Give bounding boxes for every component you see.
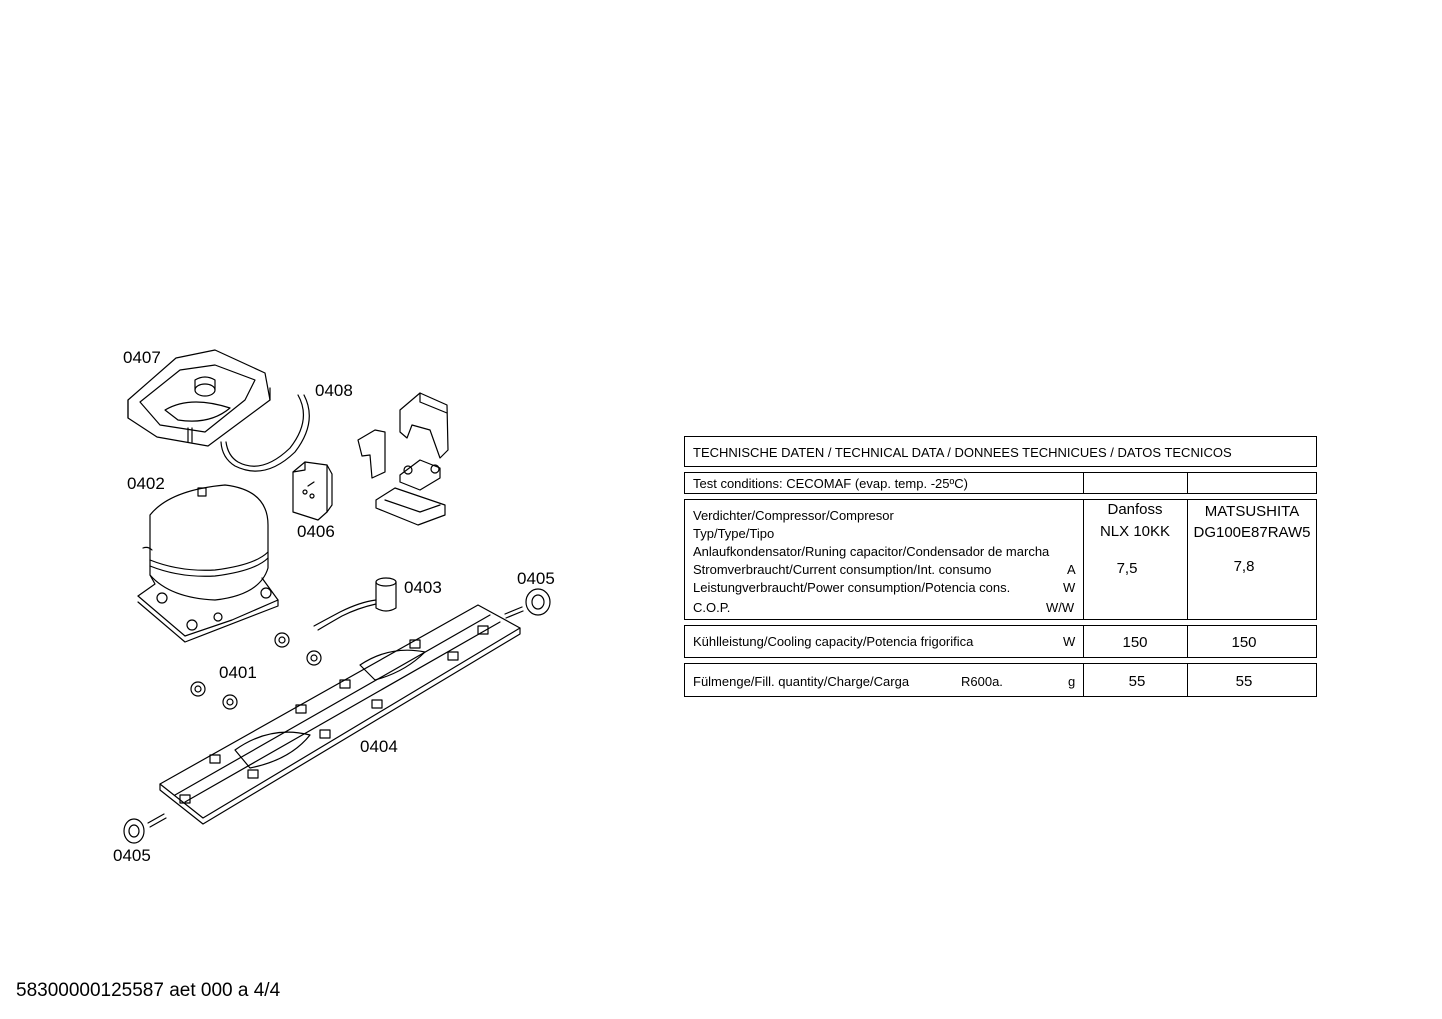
col2-brand: MATSUSHITA xyxy=(1204,503,1300,520)
cooling-label: Kühlleistung/Cooling capacity/Potencia f… xyxy=(693,634,974,649)
capacitor-label: Anlaufkondensator/Runing capacitor/Conde… xyxy=(693,544,1050,559)
compressor-label: Verdichter/Compressor/Compresor xyxy=(693,508,894,523)
callout-0405-top: 0405 xyxy=(517,569,555,588)
callout-0406: 0406 xyxy=(297,522,335,541)
callout-0402: 0402 xyxy=(127,474,165,493)
cooling-capacity-row: Kühlleistung/Cooling capacity/Potencia f… xyxy=(684,625,1317,658)
column-divider xyxy=(1187,473,1188,493)
column-divider xyxy=(1187,500,1188,619)
fill-value-1: 55 xyxy=(1128,673,1146,690)
column-divider xyxy=(1083,473,1084,493)
fill-label: Fülmenge/Fill. quantity/Charge/Carga xyxy=(693,674,910,689)
cooling-unit: W xyxy=(1063,634,1076,649)
callout-0404: 0404 xyxy=(360,737,398,756)
type-label: Typ/Type/Tipo xyxy=(693,526,775,541)
fill-quantity-row: Fülmenge/Fill. quantity/Charge/Carga R60… xyxy=(684,663,1317,697)
part-0407-tray xyxy=(127,349,271,447)
part-0403-capacitor xyxy=(313,577,397,631)
document-footer-id: 58300000125587 aet 000 a 4/4 xyxy=(16,980,281,1001)
col1-brand: Danfoss xyxy=(1107,501,1163,518)
fill-unit: g xyxy=(1068,674,1076,689)
col2-current: 7,8 xyxy=(1233,558,1255,575)
column-divider xyxy=(1187,664,1188,696)
test-conditions-text: Test conditions: CECOMAF (evap. temp. -2… xyxy=(693,476,968,491)
col1-model: NLX 10KK xyxy=(1099,523,1171,540)
cooling-value-2: 150 xyxy=(1231,634,1257,651)
refrigerant-type: R600a. xyxy=(961,674,1003,689)
current-label: Stromverbraucht/Current consumption/Int.… xyxy=(693,562,992,577)
callout-0403: 0403 xyxy=(404,578,442,597)
part-0402-compressor xyxy=(137,484,279,643)
table-title: TECHNISCHE DATEN / TECHNICAL DATA / DONN… xyxy=(693,445,1232,460)
cooling-value-1: 150 xyxy=(1122,634,1148,651)
fill-value-2: 55 xyxy=(1235,673,1253,690)
column-divider xyxy=(1187,626,1188,657)
column-divider xyxy=(1083,664,1084,696)
cop-label: C.O.P. xyxy=(693,600,731,615)
part-0405-cap-bottom xyxy=(123,813,167,844)
col1-current: 7,5 xyxy=(1116,560,1138,577)
callout-0401: 0401 xyxy=(219,663,257,682)
specs-row: Verdichter/Compressor/Compresor Typ/Type… xyxy=(684,499,1317,620)
power-label: Leistungverbraucht/Power consumption/Pot… xyxy=(693,580,1011,595)
part-0405-cap-top xyxy=(504,588,551,619)
column-divider xyxy=(1083,500,1084,619)
column-divider xyxy=(1083,626,1084,657)
callout-0408: 0408 xyxy=(315,381,353,400)
cop-unit: W/W xyxy=(1046,600,1075,615)
part-0408-hose xyxy=(220,394,310,472)
part-protector-set xyxy=(357,392,449,526)
power-unit: W xyxy=(1063,580,1076,595)
part-0401-grommets xyxy=(190,632,322,710)
current-unit: A xyxy=(1067,562,1076,577)
part-0406-relay xyxy=(292,461,333,521)
test-conditions-row: Test conditions: CECOMAF (evap. temp. -2… xyxy=(684,472,1317,494)
table-title-box: TECHNISCHE DATEN / TECHNICAL DATA / DONN… xyxy=(684,436,1317,467)
callout-0407: 0407 xyxy=(123,348,161,367)
callout-0405-bottom: 0405 xyxy=(113,846,151,865)
col2-model: DG100E87RAW5 xyxy=(1193,524,1311,541)
part-0404-rail xyxy=(159,604,521,825)
